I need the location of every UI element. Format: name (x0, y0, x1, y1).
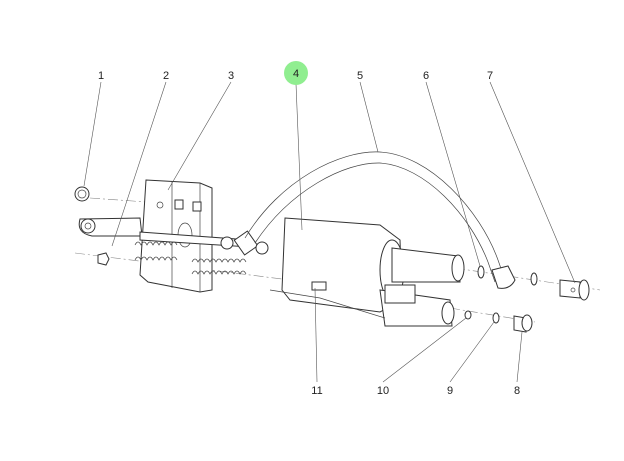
callout-3[interactable]: 3 (228, 70, 234, 82)
callout-11[interactable]: 11 (311, 385, 322, 397)
part-7-banjo-bolt[interactable] (559, 279, 590, 301)
callout-6[interactable]: 6 (423, 70, 429, 82)
part-1-plug[interactable] (74, 186, 90, 202)
callout-10[interactable]: 10 (377, 385, 389, 397)
callout-2[interactable]: 2 (163, 70, 169, 82)
part-4-clutch-servo[interactable] (269, 217, 465, 327)
part-2-lever[interactable] (78, 217, 143, 266)
part-5-hose[interactable] (244, 151, 516, 289)
leader-lines (83, 81, 576, 383)
callout-7[interactable]: 7 (487, 70, 493, 82)
part-9-washer[interactable] (492, 312, 500, 324)
part-6-washer[interactable] (477, 265, 485, 279)
part-8-plug[interactable] (513, 314, 533, 333)
callout-1[interactable]: 1 (98, 70, 104, 82)
callout-4[interactable]: 4 (293, 68, 299, 80)
boot-fitting[interactable] (220, 230, 269, 256)
callout-9[interactable]: 9 (447, 385, 453, 397)
part-10-washer[interactable] (464, 310, 472, 320)
callout-8[interactable]: 8 (514, 385, 520, 397)
callout-5[interactable]: 5 (357, 70, 363, 82)
highlight-circle (284, 61, 308, 85)
washer-right[interactable] (530, 272, 538, 286)
